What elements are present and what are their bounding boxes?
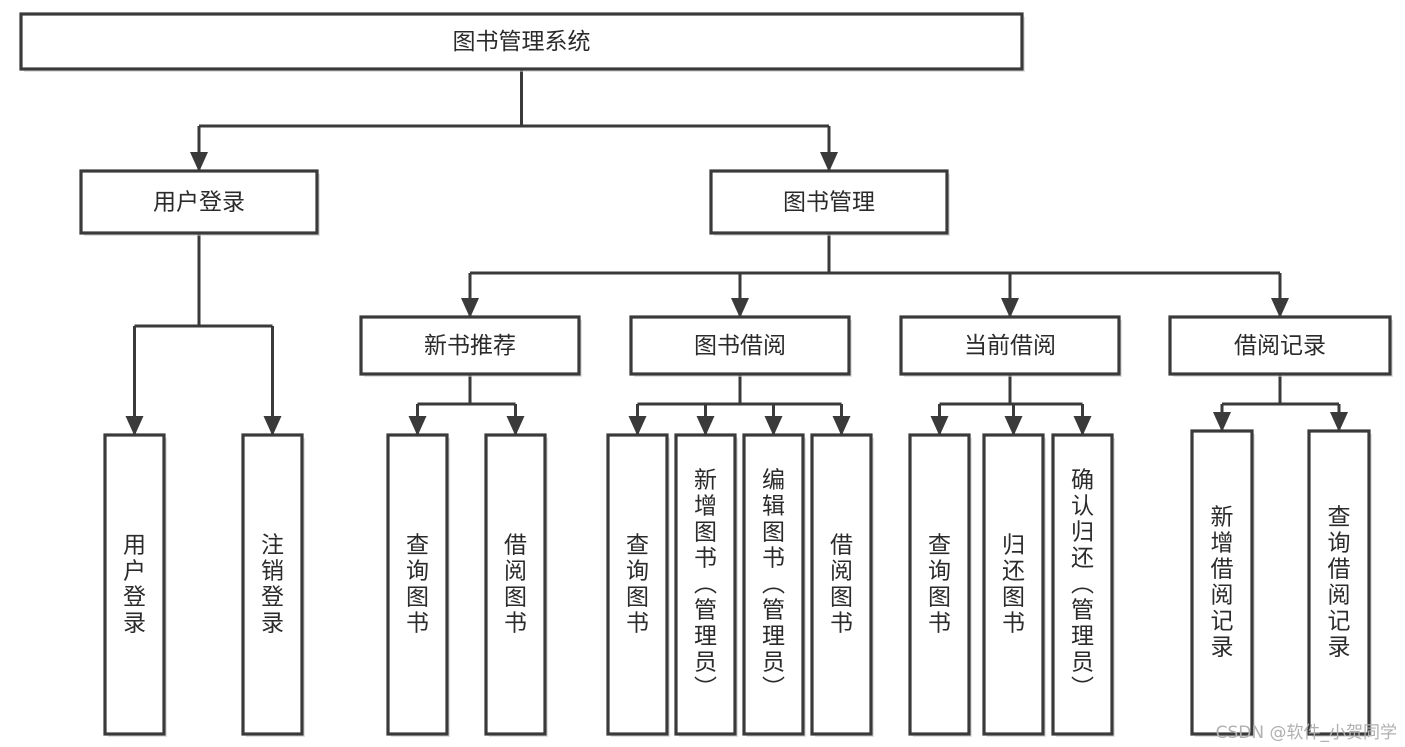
node-boxes-layer: 图书管理系统用户登录图书管理新书推荐图书借阅当前借阅借阅记录用户登录注销登录查询… (19, 12, 1393, 737)
arrowhead (1001, 298, 1019, 318)
node-leaf-confirm-return[interactable]: 确认归还︵管理员︶ (1051, 433, 1115, 737)
arrowhead (628, 416, 647, 436)
node-book-manage[interactable]: 图书管理 (709, 169, 950, 236)
node-rect[interactable] (1051, 433, 1114, 736)
node-rect[interactable] (359, 315, 581, 376)
node-rect[interactable] (899, 315, 1121, 376)
node-user-login[interactable]: 用户登录 (79, 169, 320, 236)
arrowhead (1073, 416, 1092, 436)
node-label: 确认归还︵管理员︶ (1071, 467, 1094, 701)
node-rect[interactable] (386, 433, 449, 736)
node-rect[interactable] (606, 433, 669, 736)
node-label: 用户登录 (153, 190, 245, 216)
node-book-borrow[interactable]: 图书借阅 (629, 315, 852, 377)
connector-group-user-login (125, 233, 282, 436)
node-rect[interactable] (629, 315, 851, 376)
node-label: 查询图书 (626, 532, 649, 636)
node-rect[interactable] (810, 433, 873, 736)
node-rect[interactable] (908, 433, 971, 736)
connector-group-borrow-record (1213, 374, 1348, 432)
node-label: 借阅图书 (504, 532, 527, 636)
node-leaf-logout[interactable]: 注销登录 (241, 433, 305, 737)
node-root[interactable]: 图书管理系统 (19, 12, 1025, 72)
arrowhead (696, 416, 715, 436)
node-label: 用户登录 (123, 532, 146, 636)
connector-group-root (190, 69, 838, 172)
csdn-watermark: CSDN @软件_小贺同学 (1215, 723, 1397, 743)
arrowhead (930, 416, 949, 436)
arrowhead (263, 416, 282, 436)
node-leaf-query-book-cur[interactable]: 查询图书 (908, 433, 972, 737)
arrowhead (731, 298, 749, 318)
node-borrow-record[interactable]: 借阅记录 (1168, 315, 1393, 377)
arrowhead (1004, 416, 1023, 436)
node-leaf-query-record[interactable]: 查询借阅记录 (1307, 429, 1372, 737)
arrowhead (190, 152, 208, 172)
node-leaf-query-book-borrow[interactable]: 查询图书 (606, 433, 670, 737)
node-label: 图书管理 (783, 190, 875, 216)
node-leaf-edit-book[interactable]: 编辑图书︵管理员︶ (742, 433, 806, 737)
node-leaf-add-book[interactable]: 新增图书︵管理员︶ (674, 433, 738, 737)
node-rect[interactable] (1190, 429, 1254, 736)
node-current-borrow[interactable]: 当前借阅 (899, 315, 1122, 377)
node-label: 新增图书︵管理员︶ (694, 467, 717, 701)
node-leaf-add-record[interactable]: 新增借阅记录 (1190, 429, 1255, 737)
node-label: 借阅图书 (830, 532, 853, 636)
node-leaf-borrow-book-rec[interactable]: 借阅图书 (484, 433, 548, 737)
arrowhead (408, 416, 427, 436)
node-label: 图书管理系统 (453, 29, 591, 55)
node-rect[interactable] (982, 433, 1045, 736)
arrowhead (764, 416, 783, 436)
node-label: 借阅记录 (1234, 333, 1326, 359)
node-label: 图书借阅 (694, 333, 786, 359)
node-leaf-borrow-book[interactable]: 借阅图书 (810, 433, 874, 737)
node-leaf-query-book-rec[interactable]: 查询图书 (386, 433, 450, 737)
node-rect[interactable] (1307, 429, 1371, 736)
node-label: 归还图书 (1002, 532, 1025, 636)
node-rect[interactable] (241, 433, 304, 736)
node-label: 查询借阅记录 (1328, 504, 1351, 660)
node-leaf-user-login[interactable]: 用户登录 (103, 433, 167, 737)
node-label: 当前借阅 (964, 333, 1056, 359)
arrowhead (125, 416, 144, 436)
arrowhead (461, 298, 479, 318)
arrowhead (506, 416, 525, 436)
arrowhead (1213, 412, 1231, 432)
node-label: 新书推荐 (424, 333, 516, 359)
node-label: 查询图书 (406, 532, 429, 636)
connector-group-current-borrow (930, 374, 1092, 436)
arrowhead (1330, 412, 1348, 432)
node-rect[interactable] (484, 433, 547, 736)
connector-edges-layer (125, 69, 1348, 436)
node-label: 编辑图书︵管理员︶ (762, 467, 785, 701)
node-rect[interactable] (19, 12, 1024, 71)
node-label: 查询图书 (928, 532, 951, 636)
node-rect[interactable] (1168, 315, 1392, 376)
arrowhead (820, 152, 838, 172)
node-rect[interactable] (674, 433, 737, 736)
arrowhead (832, 416, 851, 436)
node-rect[interactable] (709, 169, 949, 235)
node-label: 新增借阅记录 (1211, 504, 1234, 660)
connector-group-new-book-recommend (408, 374, 525, 436)
node-rect[interactable] (742, 433, 805, 736)
connector-group-book-manage (461, 233, 1289, 318)
node-rect[interactable] (103, 433, 166, 736)
node-leaf-return-book[interactable]: 归还图书 (982, 433, 1046, 737)
node-rect[interactable] (79, 169, 319, 235)
node-label: 注销登录 (261, 532, 284, 636)
node-new-book-recommend[interactable]: 新书推荐 (359, 315, 582, 377)
connector-group-book-borrow (628, 374, 851, 436)
arrowhead (1271, 298, 1289, 318)
